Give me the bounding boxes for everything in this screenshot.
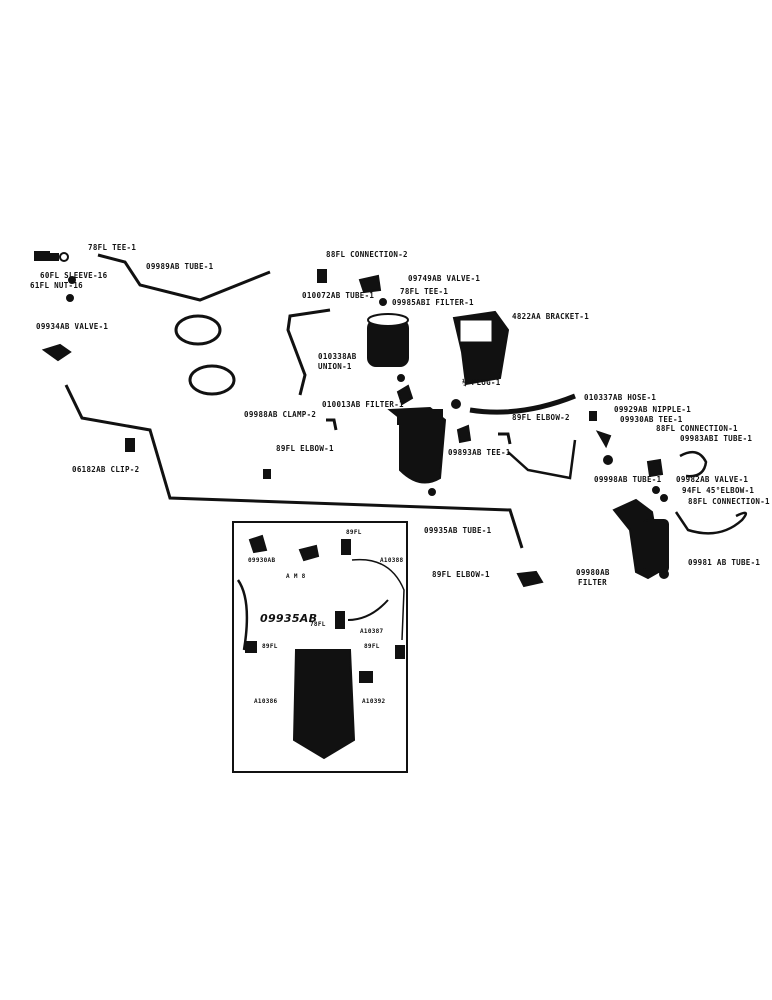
tee-09893ab xyxy=(456,424,472,444)
inset-label-09930ab: 09930AB xyxy=(248,557,276,564)
inset-label-a10387: A10387 xyxy=(360,628,384,635)
inset-label-09935ab: 09935AB xyxy=(260,612,318,625)
union-010338ab xyxy=(396,384,414,406)
elbow-89fl-b xyxy=(516,570,544,588)
label-plug: ¼ PLUG-1 xyxy=(462,378,501,387)
inset-label-a10386: A10386 xyxy=(254,698,278,705)
label-elbow-94fl: 94FL 45°ELBOW-1 xyxy=(682,486,755,495)
label-valve-09749ab: 09749AB VALVE-1 xyxy=(408,274,481,283)
inset-label-a10392: A10392 xyxy=(362,698,386,705)
label-sleeve-60fl: 60FL SLEEVE-16 xyxy=(40,271,108,280)
label-filter-09985ab: 09985ABI FILTER-1 xyxy=(392,298,474,307)
filter-010013ab xyxy=(387,406,447,484)
connection-88fl xyxy=(317,269,327,283)
inset-label-89fl-right: 89FL xyxy=(364,643,380,650)
inset-frame xyxy=(232,521,408,773)
label-elbow-89fl-1: 89FL ELBOW-1 xyxy=(276,444,334,453)
label-elbow-89fl-2: 89FL ELBOW-2 xyxy=(512,413,570,422)
label-union-010338ab-2: UNION-1 xyxy=(318,362,352,371)
label-tee-09930ab: 09930AB TEE-1 xyxy=(620,415,683,424)
plug xyxy=(451,399,461,409)
label-tee-78fl: 78FL TEE-1 xyxy=(88,243,137,252)
label-clamp-09988ab: 09988AB CLAMP-2 xyxy=(244,410,317,419)
label-valve-09934ab: 09934AB VALVE-1 xyxy=(36,322,109,331)
elbow-89fl-small xyxy=(326,418,338,431)
valve-09982ab xyxy=(646,458,664,478)
label-clip-06182ab: 06182AB CLIP-2 xyxy=(72,465,140,474)
tube-09998ab xyxy=(507,439,577,480)
label-tee-09893ab: 09893AB TEE-1 xyxy=(448,448,511,457)
sleeve-60fl xyxy=(68,276,76,284)
tube-09981ab xyxy=(674,511,748,535)
tube-010072ab xyxy=(286,308,331,396)
label-bracket-4822aa: 4822AA BRACKET-1 xyxy=(512,312,590,321)
label-filter-09980ab-2: FILTER xyxy=(578,578,607,587)
label-tee-78fl-b: 78FL TEE-1 xyxy=(400,287,449,296)
inset-label-78fl: 78FL xyxy=(310,621,326,628)
nut-61fl xyxy=(66,294,74,302)
tube-09983ab xyxy=(679,450,708,478)
valve-09934ab xyxy=(41,343,72,362)
label-tube-09935ab: 09935AB TUBE-1 xyxy=(424,526,492,535)
label-union-010338ab: 010338AB xyxy=(318,352,357,361)
label-filter-09980ab: 09980AB xyxy=(576,568,610,577)
label-nut-61fl: 61FL NUT-16 xyxy=(30,281,83,290)
label-tube-09981ab: 09981 AB TUBE-1 xyxy=(688,558,761,567)
inset-label-a148: A M 8 xyxy=(286,573,306,580)
label-filter-010013ab: 010013AB FILTER-1 xyxy=(322,400,404,409)
label-tube-010072ab: 010072AB TUBE-1 xyxy=(302,291,375,300)
label-connection-88fl-1: 88FL CONNECTION-1 xyxy=(656,424,738,433)
clamp-bottom xyxy=(188,364,236,396)
inset-label-89fl-left: 89FL xyxy=(262,643,278,650)
label-tube-09998ab: 09998AB TUBE-1 xyxy=(594,475,662,484)
tube-09989ab xyxy=(97,253,271,302)
inset-label-89fl-top: 89FL xyxy=(346,529,362,536)
label-tube-09983ab: 09983ABI TUBE-1 xyxy=(680,434,753,443)
valve-09749ab xyxy=(358,274,382,294)
tee-78fl xyxy=(34,251,50,261)
label-valve-09982ab: 09982AB VALVE-1 xyxy=(676,475,749,484)
label-nipple-09929ab: 09929AB NIPPLE-1 xyxy=(614,405,692,414)
clip-06182ab xyxy=(125,438,135,452)
label-connection-88fl-c: 88FL CONNECTION-1 xyxy=(688,497,770,506)
label-tube-09989ab: 09989AB TUBE-1 xyxy=(146,262,214,271)
inset-drawing xyxy=(236,534,405,760)
elbow-89fl xyxy=(498,432,512,445)
hose-010337ab xyxy=(469,393,576,415)
label-elbow-89fl-b: 89FL ELBOW-1 xyxy=(432,570,490,579)
label-connection-88fl-2: 88FL CONNECTION-2 xyxy=(326,250,408,259)
tube-09935ab xyxy=(64,384,524,549)
clamp-top xyxy=(174,314,222,346)
inset-label-a10388: A10388 xyxy=(380,557,404,564)
label-hose-010337ab: 010337AB HOSE-1 xyxy=(584,393,657,402)
